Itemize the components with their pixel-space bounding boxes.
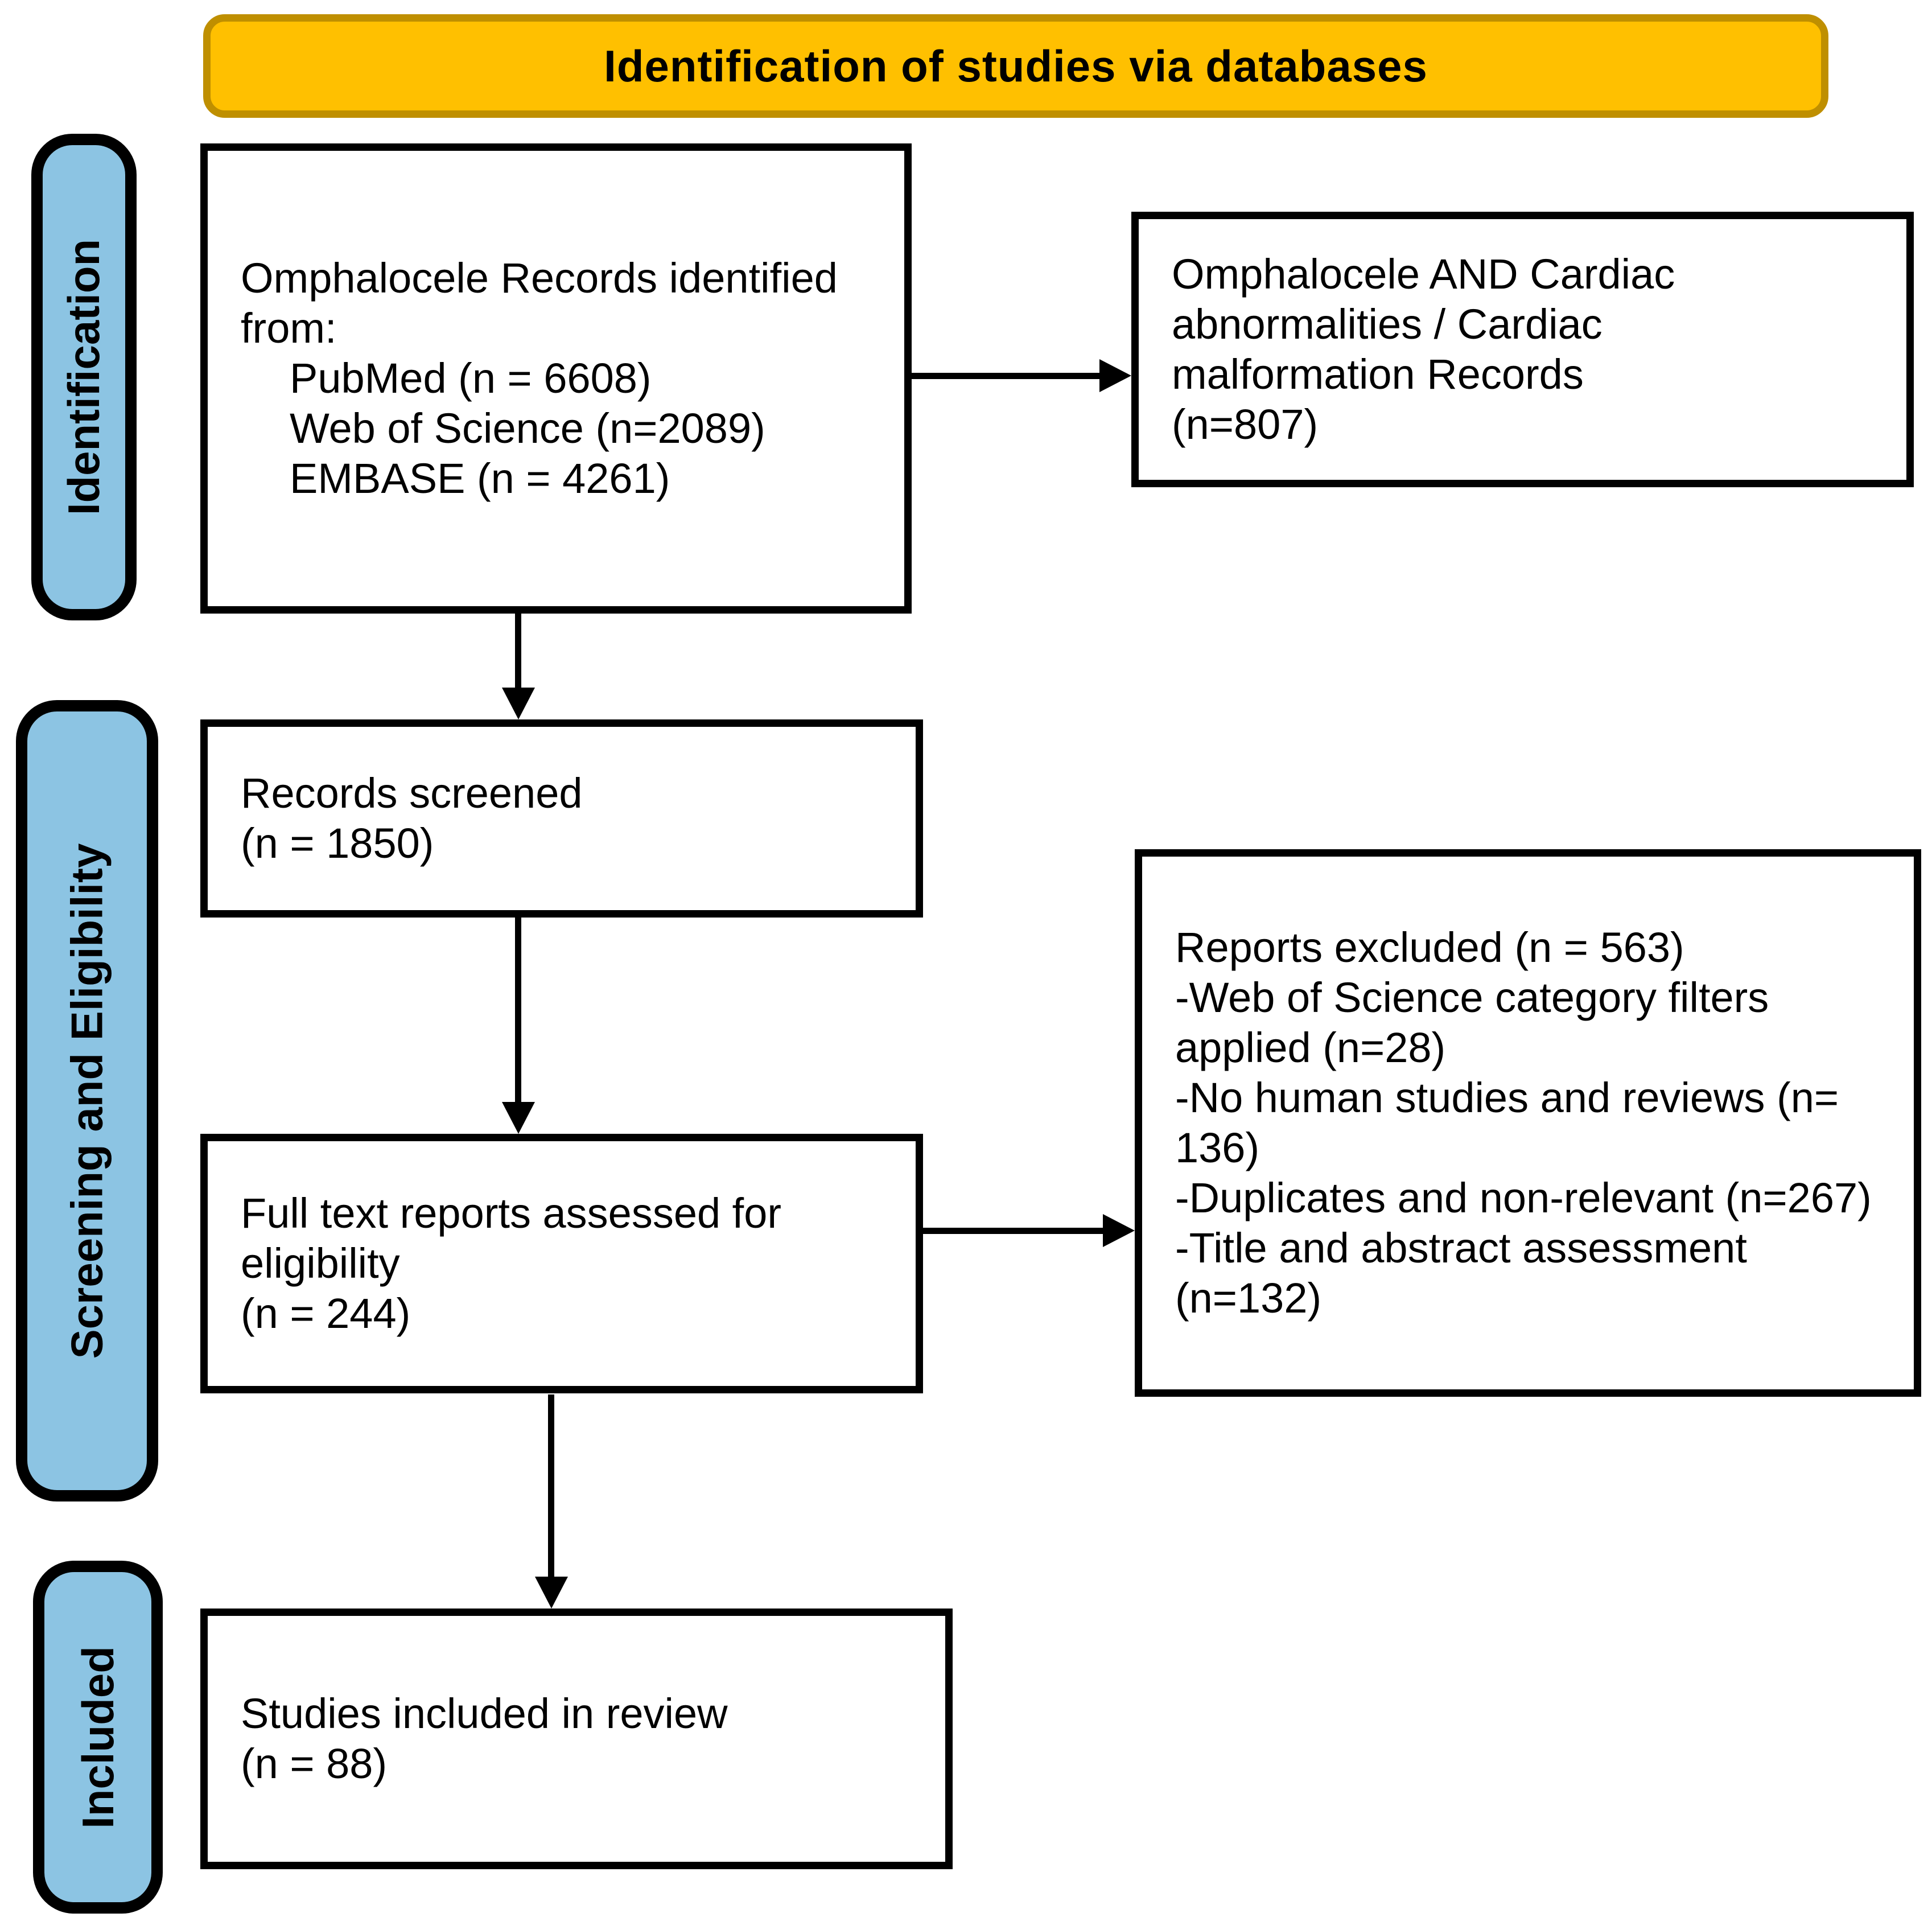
title-banner: Identification of studies via databases [203,14,1828,118]
arrow-line [548,1394,554,1578]
arrow-head [502,1102,535,1134]
stage-included: Included [33,1561,163,1914]
diagram-title: Identification of studies via databases [604,40,1428,91]
records-identified-intro: Omphalocele Records identified from: [241,254,838,352]
cardiac-records-text: Omphalocele AND Cardiac abnormalities / … [1172,250,1675,448]
box-cardiac-records: Omphalocele AND Cardiac abnormalities / … [1131,212,1914,487]
records-identified-source-pubmed: PubMed (n = 6608) [290,355,652,402]
stage-identification-label: Identification [59,238,109,516]
arrow-head [1099,359,1131,392]
box-studies-included: Studies included in review (n = 88) [200,1609,953,1869]
arrow-head [1103,1214,1135,1247]
records-screened-text: Records screened (n = 1850) [241,770,583,867]
arrow-head [502,688,535,719]
arrow-line [912,373,1101,379]
stage-included-label: Included [72,1646,123,1829]
box-fulltext-assessed: Full text reports assessed for eligibili… [200,1134,923,1393]
reports-excluded-text: Reports excluded (n = 563) -Web of Scien… [1175,924,1872,1322]
arrow-head [535,1577,568,1609]
arrow-line [515,614,521,689]
stage-screening-eligibility: Screening and Eligibility [16,700,158,1501]
box-reports-excluded: Reports excluded (n = 563) -Web of Scien… [1135,849,1921,1397]
stage-identification: Identification [31,134,137,620]
arrow-line [923,1228,1104,1234]
box-records-identified: Omphalocele Records identified from: Pub… [200,143,912,614]
stage-screening-eligibility-label: Screening and Eligibility [61,843,112,1359]
records-identified-source-embase: EMBASE (n = 4261) [290,455,670,502]
records-identified-source-wos: Web of Science (n=2089) [290,405,765,452]
box-records-screened: Records screened (n = 1850) [200,719,923,918]
arrow-line [515,918,521,1103]
studies-included-text: Studies included in review (n = 88) [241,1690,728,1787]
fulltext-assessed-text: Full text reports assessed for eligibili… [241,1190,782,1337]
